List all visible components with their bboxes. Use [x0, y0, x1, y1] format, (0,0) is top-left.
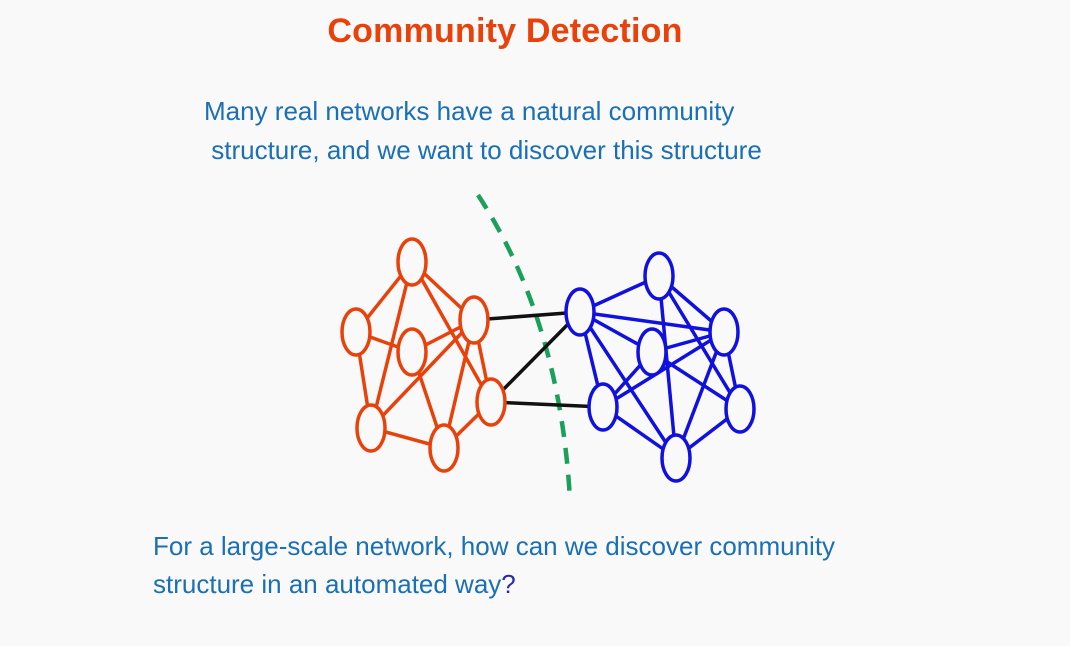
- question-text: For a large-scale network, how can we di…: [153, 527, 943, 603]
- community-b-edge: [578, 311, 678, 459]
- intro-line-1: Many real networks have a natural commun…: [204, 96, 735, 126]
- community-b-node: [587, 382, 619, 432]
- community-a-node: [396, 327, 428, 377]
- community-a-node: [475, 377, 507, 427]
- community-b-edge: [657, 275, 742, 410]
- community-b-edge: [602, 330, 725, 409]
- bridge-edge: [473, 310, 581, 322]
- question-mark: ?: [501, 569, 516, 599]
- community-b-node: [660, 433, 692, 483]
- community-a-node: [458, 295, 490, 345]
- slide-title: Community Detection: [327, 12, 683, 50]
- community-b-node: [643, 251, 675, 301]
- community-b-node: [708, 307, 740, 357]
- community-a-node: [428, 423, 460, 473]
- community-separator-line: [476, 193, 573, 501]
- community-b-edge: [579, 310, 725, 334]
- community-b-node: [564, 287, 596, 337]
- bridge-edges-layer: [473, 310, 604, 409]
- bridge-edge: [489, 310, 582, 404]
- community-b-node: [636, 327, 668, 377]
- community-b-node: [724, 384, 756, 434]
- community-a-node: [355, 403, 387, 453]
- intro-line-2: structure, and we want to discover this …: [204, 135, 762, 165]
- community-b-edge: [651, 350, 741, 411]
- community-a-node: [340, 307, 372, 357]
- bridge-edge: [490, 400, 604, 409]
- community-a-node: [396, 237, 428, 287]
- question-body: For a large-scale network, how can we di…: [153, 531, 836, 599]
- intro-text: Many real networks have a natural commun…: [204, 92, 762, 170]
- nodes-layer: [340, 237, 756, 483]
- community-a-edge: [369, 318, 476, 430]
